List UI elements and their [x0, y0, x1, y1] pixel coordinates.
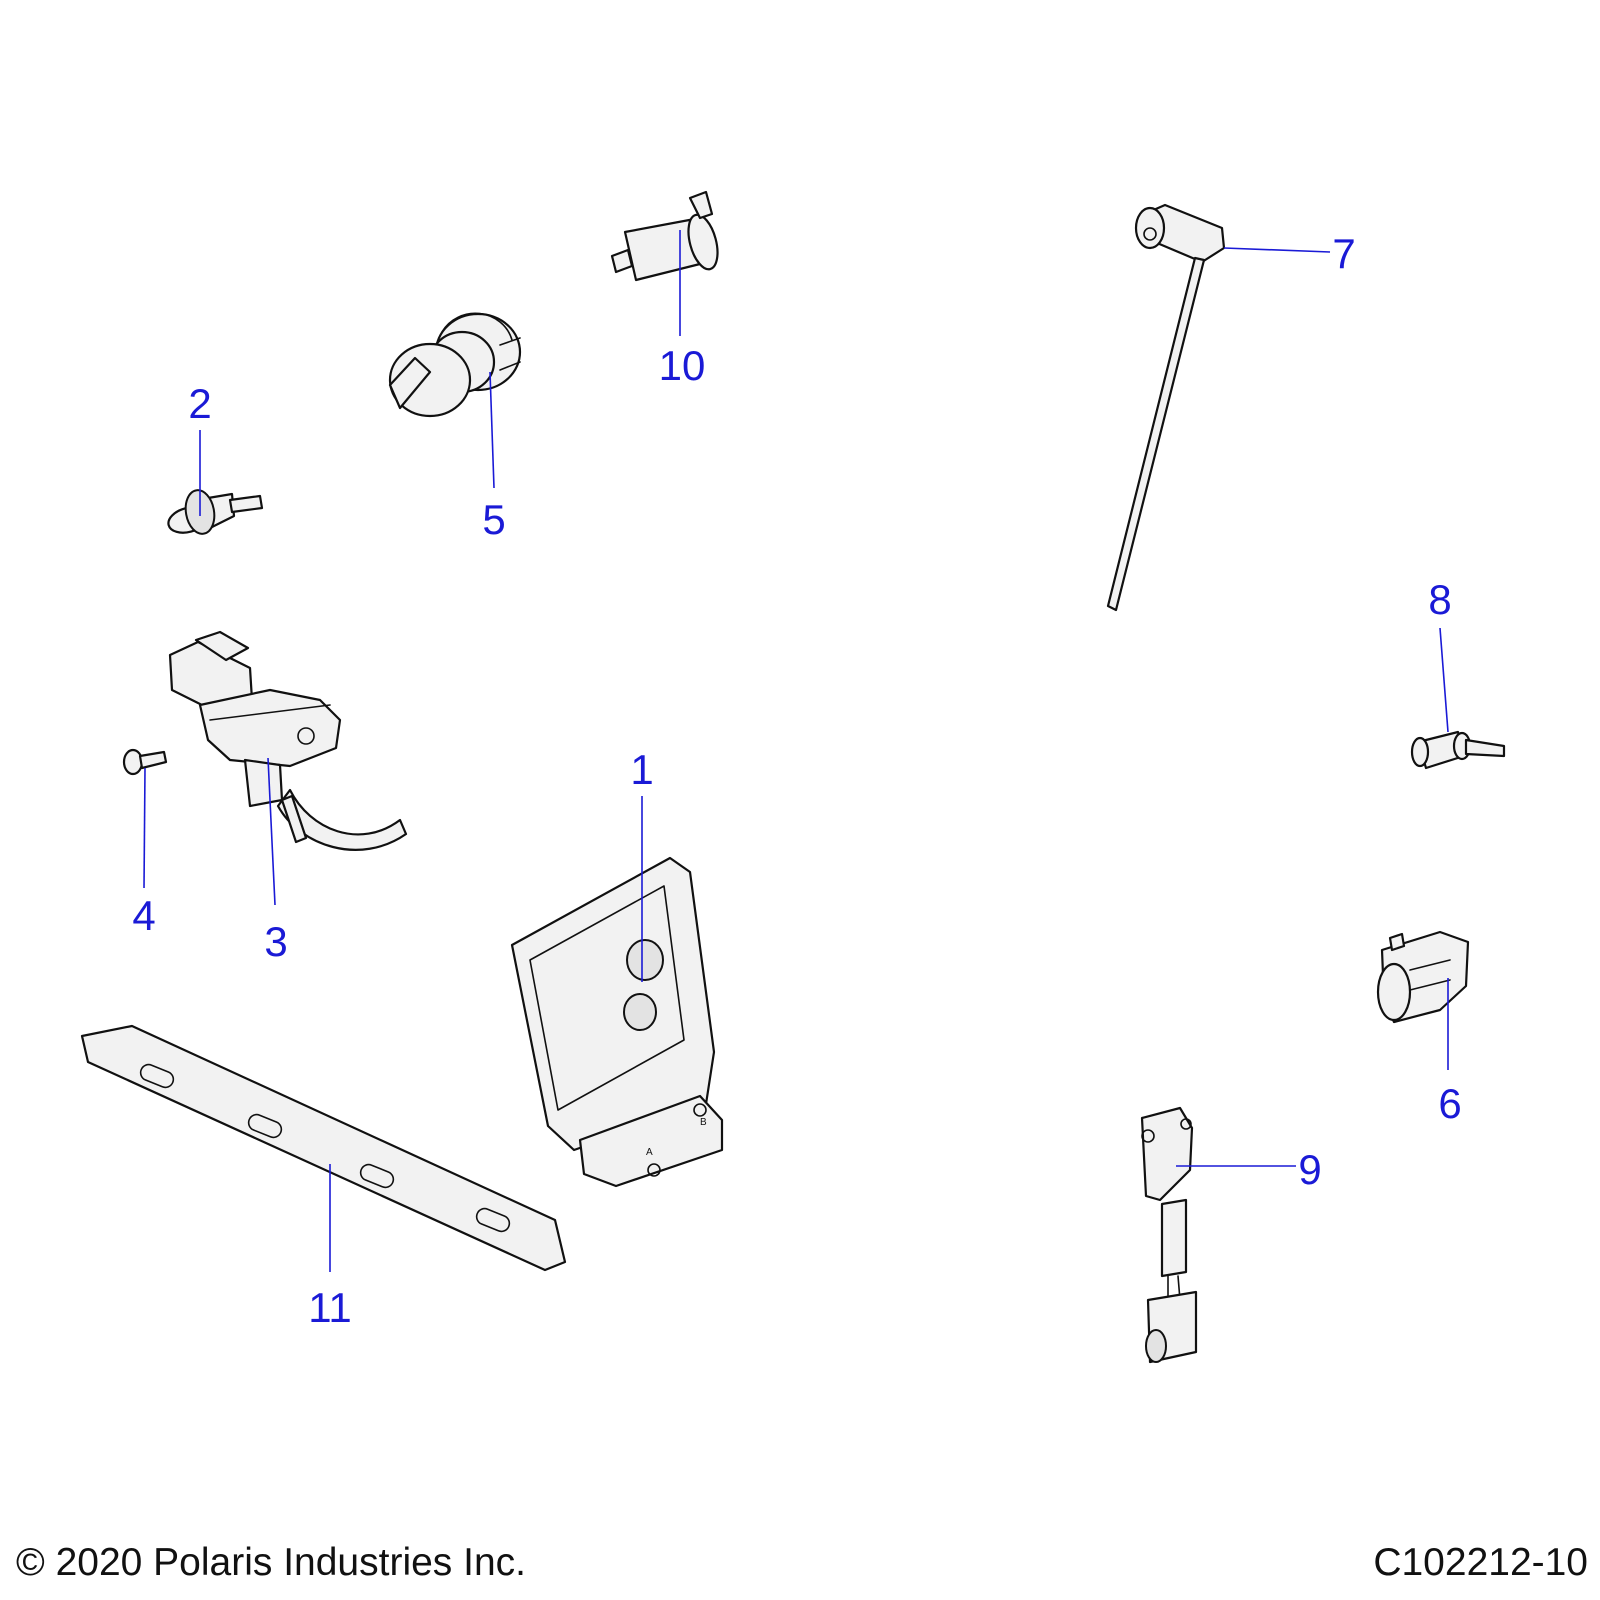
callout-1: 1 [630, 746, 653, 793]
part-2-sensor [167, 489, 264, 535]
callout-9: 9 [1298, 1146, 1321, 1193]
leader-line-7 [1223, 247, 1331, 253]
callout-10: 10 [659, 342, 706, 389]
leader-line-8 [1439, 627, 1449, 733]
part-10-capacitor [610, 190, 719, 282]
copyright-notice: © 2020 Polaris Industries Inc. [16, 1541, 526, 1584]
leader-line-3 [267, 757, 276, 906]
callout-labels: 1 2 3 4 5 6 7 8 9 10 11 [132, 230, 1461, 1331]
callout-4: 4 [132, 892, 155, 939]
leader-line-5 [489, 371, 495, 489]
part-11-strap [80, 1024, 567, 1272]
part-3-valve-assembly [168, 630, 408, 851]
part-9-pigtail-sensor [1140, 1106, 1198, 1364]
callout-3: 3 [264, 918, 287, 965]
drawing-number: C102212-10 [1373, 1541, 1588, 1584]
callout-8: 8 [1428, 576, 1451, 623]
leader-line-4 [143, 767, 146, 889]
callout-7: 7 [1332, 230, 1355, 277]
part-8-temp-sensor [1410, 730, 1506, 770]
part-1-ecu: A B [510, 856, 724, 1188]
part-5-key-switch [388, 312, 522, 418]
part-7-probe-sensor [1106, 203, 1226, 612]
part-4-screw [122, 748, 168, 776]
leader-lines [143, 230, 1449, 1272]
ecu-port-a-label: A [646, 1147, 653, 1158]
callout-2: 2 [188, 380, 211, 427]
callout-11: 11 [308, 1284, 352, 1331]
ecu-port-b-label: B [700, 1117, 707, 1128]
part-6-map-sensor [1376, 930, 1470, 1024]
callout-5: 5 [482, 496, 505, 543]
callout-6: 6 [1438, 1080, 1461, 1127]
